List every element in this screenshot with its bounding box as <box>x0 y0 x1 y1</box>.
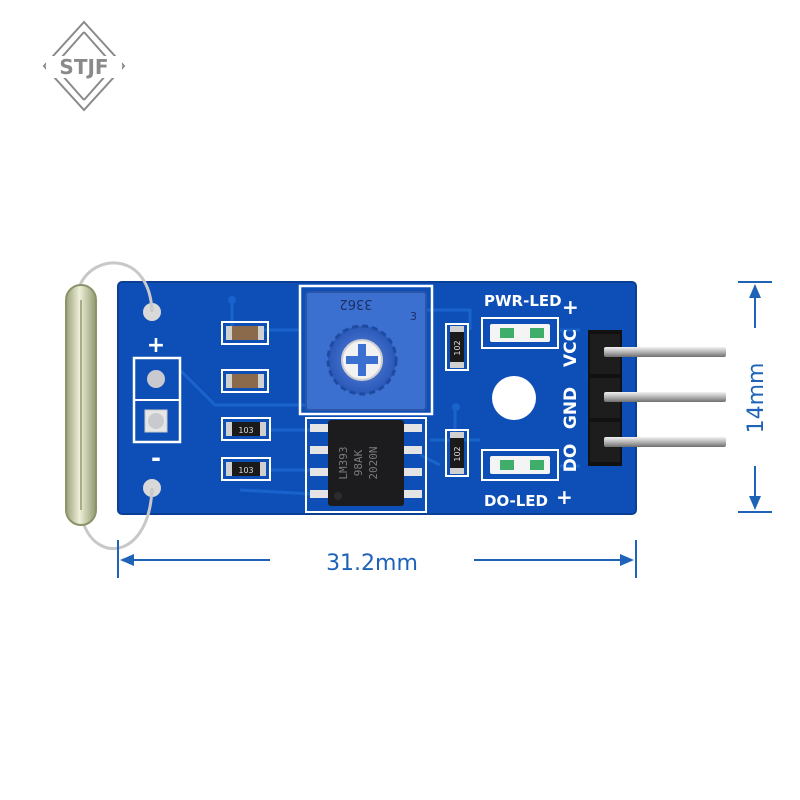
do-led-plus: + <box>556 485 573 509</box>
pin-labels: DO GND VCC <box>561 329 581 472</box>
logo-text-bg <box>46 56 122 78</box>
height-dimension <box>738 281 772 513</box>
pwr-led <box>481 317 559 349</box>
pwr-led-label: PWR-LED <box>484 292 562 310</box>
reed-switch <box>65 261 154 551</box>
pot-pin-mark: 3 <box>410 310 417 323</box>
header-pin <box>604 437 726 447</box>
header-pin <box>604 347 726 357</box>
lm393-chip: LM393 98AK 2020N <box>305 417 427 513</box>
mounting-hole <box>492 376 536 420</box>
smd-resistor: 102 <box>445 323 469 371</box>
resistor-code: 102 <box>453 446 462 461</box>
smd-resistor: 103 <box>221 457 271 481</box>
pin-label-gnd: GND <box>561 387 581 429</box>
smd-resistor: 102 <box>445 429 469 477</box>
logo-diamond-outline <box>42 20 126 112</box>
smd-capacitor <box>221 369 269 393</box>
terminal-outline <box>132 356 182 444</box>
logo-text: STJF <box>59 55 108 79</box>
pin-label-vcc: VCC <box>561 329 581 367</box>
pin-header <box>588 330 726 466</box>
pin-label-do: DO <box>561 444 581 473</box>
chip-mark-2: 98AK <box>352 449 365 476</box>
resistor-code: 103 <box>238 466 253 475</box>
pwr-led-plus: + <box>562 295 579 319</box>
smd-resistor: 103 <box>221 417 271 441</box>
height-label: 14mm <box>744 363 769 434</box>
do-led <box>481 449 559 481</box>
plus-label: + <box>147 333 165 358</box>
width-label: 31.2mm <box>326 551 418 576</box>
do-led-label: DO-LED <box>484 492 548 510</box>
chip-mark-3: 2020N <box>367 446 380 479</box>
stjf-logo: STJF <box>42 20 126 112</box>
resistor-code: 102 <box>453 340 462 355</box>
potentiometer: 3362 3 <box>298 284 434 416</box>
resistor-code: 103 <box>238 426 253 435</box>
pot-code: 3362 <box>339 296 372 311</box>
minus-label: - <box>151 444 161 472</box>
chip-mark-1: LM393 <box>337 446 350 479</box>
width-dimension <box>117 540 637 578</box>
header-pin <box>604 392 726 402</box>
smd-capacitor <box>221 321 269 345</box>
